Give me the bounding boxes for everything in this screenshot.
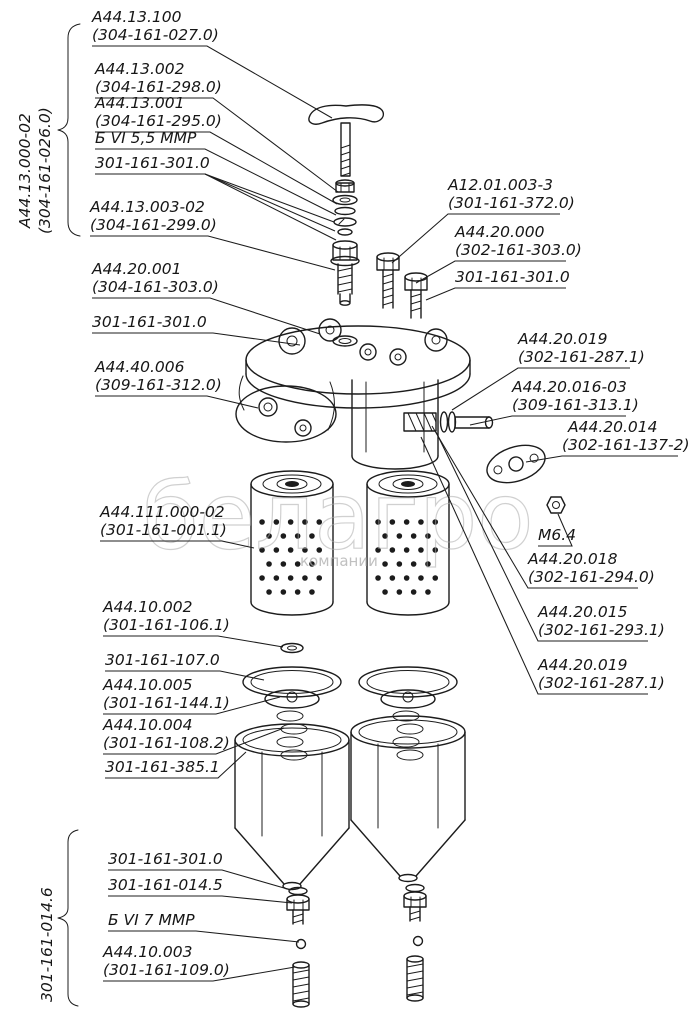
callout-17-line1: A44.20.015 xyxy=(537,603,628,621)
callout-2-line2: (304-161-295.0) xyxy=(95,112,222,130)
filter-head-casting xyxy=(235,318,471,470)
callout-5-line1: A44.13.003-02 xyxy=(89,198,205,216)
callout-12-line1: A44.20.019 xyxy=(517,330,608,348)
callout-1-line1: A44.13.002 xyxy=(94,60,185,78)
callout-24-line1: 301-161-385.1 xyxy=(105,758,220,776)
gasket-spring-set xyxy=(242,666,342,761)
bottom-plug-right xyxy=(406,955,424,1002)
callout-16-line1: A44.20.018 xyxy=(527,550,618,568)
callout-6-line2: (304-161-303.0) xyxy=(92,278,219,296)
callout-18-line2: (302-161-287.1) xyxy=(538,674,665,692)
cover-plate xyxy=(486,444,546,484)
callout-26-line1: 301-161-014.5 xyxy=(108,876,223,894)
callout-20-line2: (301-161-106.1) xyxy=(103,616,230,634)
callout-2-line1: A44.13.001 xyxy=(94,94,185,112)
washer-stack xyxy=(332,179,358,236)
callout-28-line2: (301-161-109.0) xyxy=(103,961,230,979)
leader-lines xyxy=(90,45,678,982)
callout-22-line2: (301-161-144.1) xyxy=(103,694,230,712)
callout-9-line1: A12.01.003-3 xyxy=(447,176,553,194)
t-handle-bolt xyxy=(308,104,385,177)
callout-20-line1: A44.10.002 xyxy=(102,598,193,616)
callout-0-line1: A44.13.100 xyxy=(91,8,182,26)
callout-28-line1: A44.10.003 xyxy=(102,943,193,961)
callout-19-line2: (301-161-001.1) xyxy=(100,521,227,539)
callout-14-line1: A44.20.014 xyxy=(567,418,658,436)
callout-6-line1: A44.20.001 xyxy=(91,260,182,278)
callout-21-line1: 301-161-107.0 xyxy=(105,651,220,669)
callout-25-line1: 301-161-301.0 xyxy=(108,850,223,868)
callout-23-line2: (301-161-108.2) xyxy=(103,734,230,752)
hex-nut xyxy=(546,496,566,514)
bottom-plug xyxy=(292,961,310,1008)
watermark: белагро компании xyxy=(141,462,534,570)
callout-18-line1: A44.20.019 xyxy=(537,656,628,674)
callout-7-line1: 301-161-301.0 xyxy=(92,313,207,331)
bracket-label-line1: A44.13.000-02 xyxy=(16,113,34,229)
callout-23-line1: A44.10.004 xyxy=(102,716,193,734)
callout-8-line1: A44.40.006 xyxy=(94,358,185,376)
watermark-text: белагро xyxy=(142,463,534,570)
callout-0-line2: (304-161-027.0) xyxy=(92,26,219,44)
drain-fitting-right xyxy=(403,883,427,947)
callout-17-line2: (302-161-293.1) xyxy=(538,621,665,639)
callout-10-line1: A44.20.000 xyxy=(454,223,545,241)
callout-19-line1: A44.111.000-02 xyxy=(99,503,225,521)
assembly-bracket-bottom: 301-161-014.6 xyxy=(38,829,79,1007)
callout-27-line1: Б VI 7 ММР xyxy=(108,911,195,929)
callout-3-line1: Б VI 5,5 ММР xyxy=(95,129,197,147)
drain-fitting xyxy=(286,886,310,950)
filter-element xyxy=(250,470,334,616)
callout-12-line2: (302-161-287.1) xyxy=(518,348,645,366)
assembly-bracket-top: A44.13.000-02 (304-161-026.0) xyxy=(16,23,81,237)
callout-8-line2: (309-161-312.0) xyxy=(95,376,222,394)
sealing-washer xyxy=(280,642,304,654)
drive-shaft xyxy=(403,411,494,433)
inlet-fitting xyxy=(330,240,360,306)
callout-labels: A44.13.100 (304-161-027.0) A44.13.002 (3… xyxy=(89,8,690,979)
bracket-label-line2: (304-161-026.0) xyxy=(36,107,54,234)
callout-16-line2: (302-161-294.0) xyxy=(528,568,655,586)
bracket-label-bottom: 301-161-014.6 xyxy=(38,887,56,1002)
hex-bolt-1 xyxy=(376,252,400,309)
callout-14-line2: (302-161-137-2) xyxy=(562,436,690,454)
callout-10-line2: (302-161-303.0) xyxy=(455,241,582,259)
callout-5-line2: (304-161-299.0) xyxy=(90,216,217,234)
watermark-subtext: компании xyxy=(300,552,378,570)
callout-1-line2: (304-161-298.0) xyxy=(95,78,222,96)
callout-22-line1: A44.10.005 xyxy=(102,676,193,694)
callout-9-line2: (301-161-372.0) xyxy=(448,194,575,212)
filter-bowl xyxy=(234,723,350,891)
filter-bowl-right xyxy=(350,715,466,883)
callout-13-line2: (309-161-313.1) xyxy=(512,396,639,414)
hex-bolt-2 xyxy=(404,272,428,319)
callout-13-line1: A44.20.016-03 xyxy=(511,378,627,396)
callout-15-line1: М6.4 xyxy=(538,526,576,544)
callout-11-line1: 301-161-301.0 xyxy=(455,268,570,286)
gasket-spring-set-right xyxy=(358,666,458,761)
callout-4-line1: 301-161-301.0 xyxy=(95,154,210,172)
